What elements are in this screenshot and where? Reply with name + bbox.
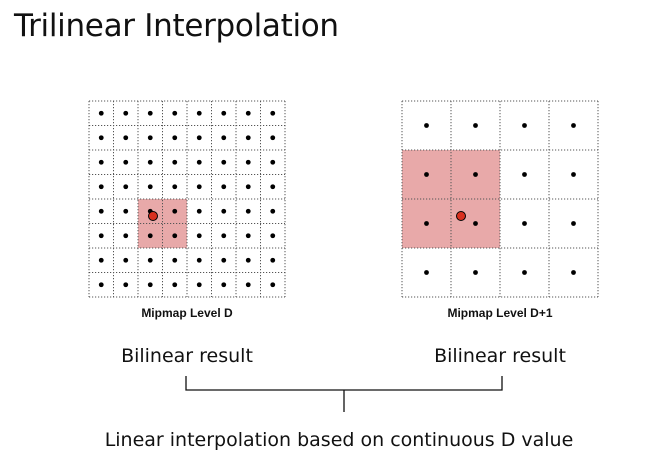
level-d-texel-dot <box>147 184 153 190</box>
level-d-texel-dot <box>172 110 178 116</box>
level-d1-texel-dot <box>473 123 478 128</box>
level-d-texel-dot <box>172 159 178 165</box>
level-d-texel-dot <box>172 135 178 141</box>
level-d-texel-dot <box>221 282 227 288</box>
level-d-texel-dot <box>98 282 104 288</box>
level-d1-texel-dot <box>424 270 429 275</box>
level-d-texel-dot <box>245 159 251 165</box>
mipmap-level-d-grid <box>88 100 286 298</box>
level-d-texel-dot <box>123 257 129 263</box>
level-d-texel-dot <box>196 282 202 288</box>
level-d-texel-dot <box>123 110 129 116</box>
level-d-texel-dot <box>123 233 129 239</box>
level-d-texel-dot <box>172 233 178 239</box>
level-d-texel-dot <box>221 110 227 116</box>
level-d1-texel-dot <box>473 172 478 177</box>
sample-point-level-d1 <box>456 211 466 221</box>
level-d1-texel-dot <box>571 123 576 128</box>
level-d-texel-dot <box>98 208 104 214</box>
level-d-texel-dot <box>221 159 227 165</box>
level-d-texel-dot <box>270 282 276 288</box>
level-d-texel-dot <box>98 257 104 263</box>
level-d-texel-dot <box>172 184 178 190</box>
level-d1-texel-dot <box>522 270 527 275</box>
slide-title: Trilinear Interpolation <box>14 8 339 44</box>
level-d-texel-dot <box>270 159 276 165</box>
level-d1-texel-dot <box>571 270 576 275</box>
level-d-texel-dot <box>270 208 276 214</box>
level-d-texel-dot <box>98 135 104 141</box>
level-d-texel-dot <box>221 233 227 239</box>
level-d-texel-dot <box>172 257 178 263</box>
level-d1-texel-dot <box>473 270 478 275</box>
mipmap-level-d1-caption: Mipmap Level D+1 <box>447 306 552 320</box>
level-d-texel-dot <box>172 208 178 214</box>
level-d-texel-dot <box>245 257 251 263</box>
left-bilinear-result-label: Bilinear result <box>121 345 253 367</box>
level-d-texel-dot <box>98 184 104 190</box>
level-d-texel-dot <box>221 184 227 190</box>
combine-bracket <box>185 376 503 412</box>
level-d-texel-dot <box>270 135 276 141</box>
level-d-texel-dot <box>221 257 227 263</box>
level-d-texel-dot <box>270 110 276 116</box>
level-d-texel-dot <box>147 159 153 165</box>
level-d1-texel-dot <box>473 221 478 226</box>
level-d1-texel-dot <box>571 172 576 177</box>
level-d-texel-dot <box>147 233 153 239</box>
sample-point-level-d <box>148 211 158 221</box>
level-d-texel-dot <box>196 208 202 214</box>
right-bilinear-result-label: Bilinear result <box>434 345 566 367</box>
level-d1-texel-dot <box>571 221 576 226</box>
level-d-texel-dot <box>196 110 202 116</box>
level-d-texel-dot <box>196 135 202 141</box>
level-d-texel-dot <box>245 233 251 239</box>
level-d-texel-dot <box>147 110 153 116</box>
level-d-texel-dot <box>196 257 202 263</box>
linear-interpolation-label: Linear interpolation based on continuous… <box>105 429 574 451</box>
level-d-texel-dot <box>123 282 129 288</box>
level-d-texel-dot <box>98 110 104 116</box>
level-d-texel-dot <box>270 184 276 190</box>
level-d1-texel-dot <box>424 172 429 177</box>
level-d-texel-dot <box>245 208 251 214</box>
level-d1-texel-dot <box>522 221 527 226</box>
level-d1-texel-dot <box>522 172 527 177</box>
level-d-texel-dot <box>172 282 178 288</box>
level-d-texel-dot <box>98 233 104 239</box>
level-d-texel-dot <box>123 135 129 141</box>
mipmap-level-d1-grid <box>401 100 599 298</box>
level-d-texel-dot <box>245 135 251 141</box>
level-d-texel-dot <box>245 282 251 288</box>
level-d-texel-dot <box>147 282 153 288</box>
level-d-texel-dot <box>270 257 276 263</box>
level-d-texel-dot <box>123 184 129 190</box>
level-d1-texel-dot <box>424 123 429 128</box>
level-d-texel-dot <box>123 159 129 165</box>
level-d-texel-dot <box>245 110 251 116</box>
level-d-texel-dot <box>196 233 202 239</box>
level-d-texel-dot <box>98 159 104 165</box>
level-d-texel-dot <box>221 208 227 214</box>
level-d-texel-dot <box>123 208 129 214</box>
level-d-texel-dot <box>147 257 153 263</box>
level-d1-texel-dot <box>424 221 429 226</box>
level-d-texel-dot <box>196 159 202 165</box>
level-d-texel-dot <box>147 135 153 141</box>
level-d-texel-dot <box>196 184 202 190</box>
level-d1-texel-dot <box>522 123 527 128</box>
mipmap-level-d-caption: Mipmap Level D <box>141 306 233 320</box>
level-d-texel-dot <box>245 184 251 190</box>
level-d-texel-dot <box>270 233 276 239</box>
level-d-texel-dot <box>221 135 227 141</box>
